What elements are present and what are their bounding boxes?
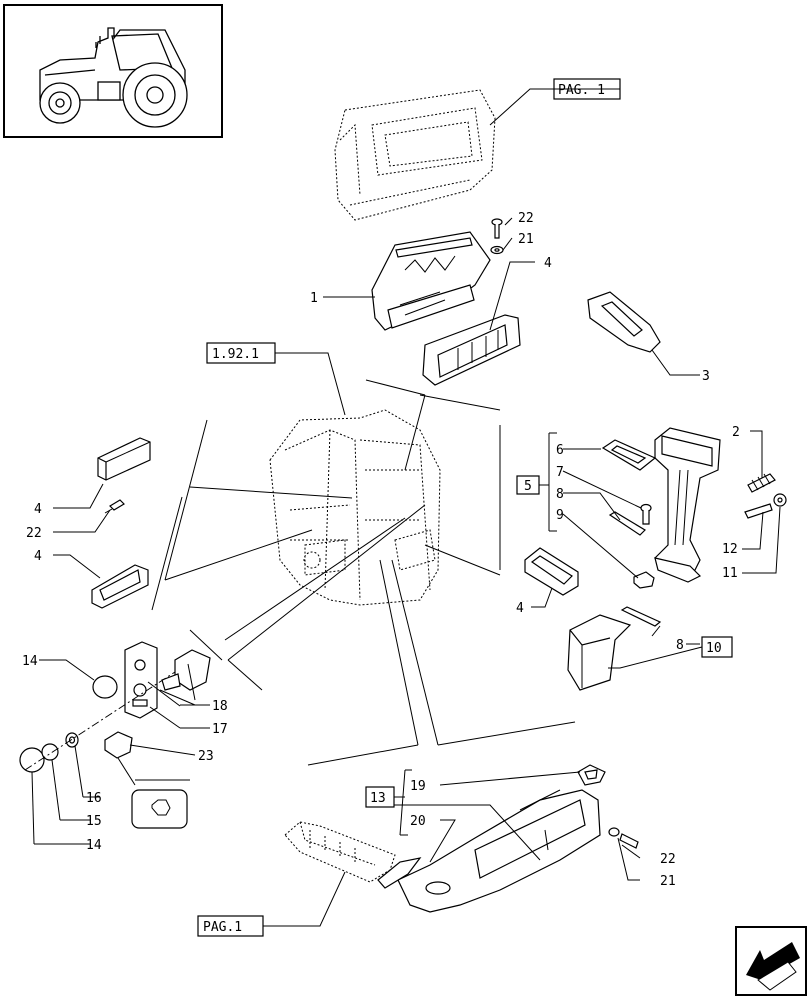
arrow-back-icon[interactable] <box>735 926 807 996</box>
tractor-thumbnail <box>3 4 223 138</box>
ref-text-section: 1.92.1 <box>212 347 259 362</box>
callout-8-b: 8 <box>676 638 684 653</box>
callout-labels: 1 22 21 4 3 2 6 7 8 9 12 11 4 22 4 4 8 1… <box>22 211 740 889</box>
ref-box-pag1-bottom[interactable]: PAG.1 <box>197 915 264 937</box>
callout-4-left-b: 4 <box>34 549 42 564</box>
callout-7: 7 <box>556 465 564 480</box>
ref-text-group-10: 10 <box>706 641 722 656</box>
callout-14-a: 14 <box>22 654 38 669</box>
screw-22-top <box>490 218 504 255</box>
vent-part-4-left-bottom <box>91 564 149 609</box>
callout-22-left: 22 <box>26 526 42 541</box>
callout-23: 23 <box>198 749 214 764</box>
ref-text-group-13: 13 <box>370 791 386 806</box>
callout-16: 16 <box>86 791 102 806</box>
callout-20: 20 <box>410 814 426 829</box>
callout-21-top: 21 <box>518 232 534 247</box>
leader-lines <box>31 88 781 927</box>
right-duct-assembly <box>601 427 787 589</box>
callout-19: 19 <box>410 779 426 794</box>
upper-duct-housing-outline <box>334 89 496 221</box>
ref-box-section-1-92-1[interactable]: 1.92.1 <box>206 342 276 364</box>
callout-4-left-a: 4 <box>34 502 42 517</box>
vent-part-4-right <box>524 547 579 596</box>
callout-9: 9 <box>556 508 564 523</box>
callout-17: 17 <box>212 722 228 737</box>
callout-8-a: 8 <box>556 487 564 502</box>
callout-15: 15 <box>86 814 102 829</box>
callout-18: 18 <box>212 699 228 714</box>
callout-1: 1 <box>310 291 318 306</box>
callout-2: 2 <box>732 425 740 440</box>
callout-4-top: 4 <box>544 256 552 271</box>
callout-12: 12 <box>722 542 738 557</box>
ref-box-group-10[interactable]: 10 <box>701 636 733 658</box>
ref-box-group-13[interactable]: 13 <box>365 786 395 808</box>
callout-22-top: 22 <box>518 211 534 226</box>
pointer-lines <box>151 379 576 766</box>
switch-panel-group <box>19 641 211 829</box>
duct-part-10 <box>567 606 662 691</box>
vent-part-4-top <box>422 314 521 386</box>
callout-14-b: 14 <box>86 838 102 853</box>
cab-frame-outline <box>269 409 441 606</box>
callout-6: 6 <box>556 443 564 458</box>
vent-part-4-left-top <box>97 437 151 481</box>
gasket-part-3 <box>587 291 661 353</box>
callout-4-right: 4 <box>516 601 524 616</box>
ref-text-pag1-top: PAG. 1 <box>558 83 605 98</box>
duct-part-1 <box>371 231 491 331</box>
screw-22-left <box>104 499 125 514</box>
duct-part-13 <box>377 764 639 913</box>
ref-text-group-5: 5 <box>524 479 532 494</box>
lower-left-duct-outline <box>284 821 396 883</box>
callout-22-bottom: 22 <box>660 852 676 867</box>
callout-11: 11 <box>722 566 738 581</box>
ref-text-pag1-bottom: PAG.1 <box>203 920 242 935</box>
ref-box-group-5[interactable]: 5 <box>516 475 540 495</box>
callout-21-bottom: 21 <box>660 874 676 889</box>
callout-3: 3 <box>702 369 710 384</box>
